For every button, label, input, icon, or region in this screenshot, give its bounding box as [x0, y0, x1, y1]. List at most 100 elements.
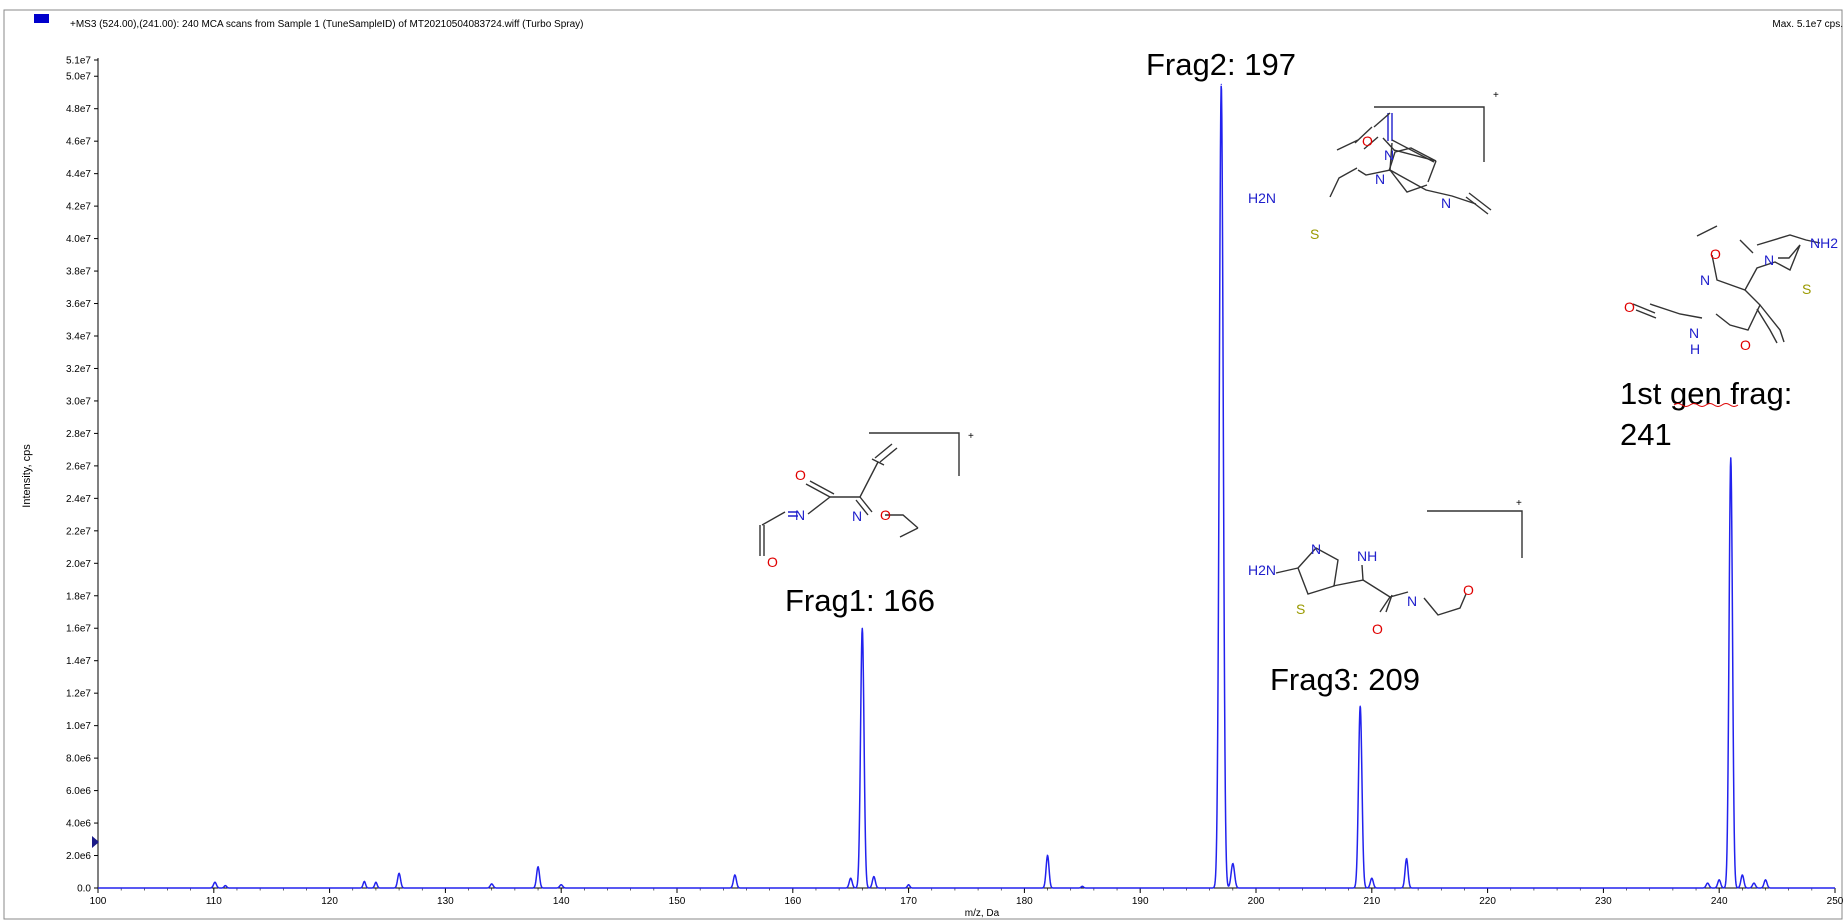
y-tick-label: 3.6e7 — [66, 299, 91, 310]
atom-label: N — [1375, 171, 1385, 187]
structure-frag3 — [1275, 510, 1523, 616]
atom-label: N — [1689, 325, 1699, 341]
y-tick-label: 1.4e7 — [66, 656, 91, 667]
atom-label: N — [1441, 195, 1451, 211]
x-tick-label: 150 — [669, 896, 686, 907]
annotation-1st-gen-frag-value: 241 — [1620, 417, 1672, 452]
atom-label: NH — [1357, 548, 1377, 564]
atom-label: H — [1690, 341, 1700, 357]
max-intensity-label: Max. 5.1e7 cps. — [1772, 19, 1843, 30]
atom-label: N — [1407, 593, 1417, 609]
peak-point — [873, 876, 875, 878]
atom-label: NH2 — [1810, 235, 1838, 251]
atom-label: N — [1311, 541, 1321, 557]
y-tick-label: 3.8e7 — [66, 267, 91, 278]
y-tick-label: 1.8e7 — [66, 591, 91, 602]
y-tick-label: 5.0e7 — [66, 72, 91, 83]
spellcheck-underline — [1673, 403, 1739, 407]
structure-frag2-atoms: O N N H2N S N + — [1248, 90, 1499, 242]
peak-point — [375, 881, 377, 883]
structure-frag2 — [1329, 106, 1492, 215]
y-tick-label: 2.4e7 — [66, 494, 91, 505]
y-tick-label: 2.0e7 — [66, 559, 91, 570]
peak-point — [491, 883, 493, 885]
atom-label: O — [1624, 299, 1635, 315]
annotation-frag2: Frag2: 197 — [1146, 47, 1296, 82]
y-tick-label: 2.2e7 — [66, 526, 91, 537]
atom-label: S — [1310, 226, 1319, 242]
structure-frag1-atoms: O N N O O + — [767, 431, 974, 570]
peak-point — [1081, 885, 1083, 887]
atom-label: H2N — [1248, 190, 1276, 206]
peak-point — [1371, 877, 1373, 879]
atom-label: S — [1802, 281, 1811, 297]
axes — [97, 58, 1835, 889]
atom-label: O — [1710, 246, 1721, 262]
peak-point — [1753, 882, 1755, 884]
y-tick-label: 2.8e7 — [66, 429, 91, 440]
peak-point — [1707, 882, 1709, 884]
structure-1st-gen-frag — [1632, 225, 1821, 344]
peak-point — [214, 881, 216, 883]
ticks: 0.02.0e64.0e66.0e68.0e61.0e71.2e71.4e71.… — [66, 56, 1844, 908]
peak-point — [861, 627, 863, 629]
x-tick-label: 210 — [1363, 896, 1380, 907]
y-tick-label: 2.0e6 — [66, 851, 91, 862]
peak-point — [363, 880, 365, 883]
y-cursor-marker — [92, 836, 99, 848]
y-tick-label: 1.2e7 — [66, 689, 91, 700]
y-tick-label: 8.0e6 — [66, 754, 91, 765]
peak-point — [734, 874, 736, 876]
atom-label: O — [1740, 337, 1751, 353]
y-tick-label: 6.0e6 — [66, 786, 91, 797]
structure-1st-gen-frag-atoms: O N N NH2 S O N H O — [1624, 235, 1838, 357]
series-line — [98, 85, 1835, 889]
peak-point — [1730, 457, 1732, 459]
structure-frag3-atoms: NH N H2N S O N O + — [1248, 498, 1522, 637]
y-tick-label: 5.1e7 — [66, 56, 91, 67]
x-tick-label: 170 — [900, 896, 917, 907]
y-tick-label: 4.0e7 — [66, 234, 91, 245]
atom-label: O — [795, 467, 806, 483]
y-tick-label: 4.4e7 — [66, 169, 91, 180]
atom-label: O — [1362, 133, 1373, 149]
charge-label: + — [1516, 498, 1522, 509]
annotation-frag3: Frag3: 209 — [1270, 662, 1420, 697]
x-tick-label: 230 — [1595, 896, 1612, 907]
x-tick-label: 220 — [1479, 896, 1496, 907]
y-tick-label: 3.4e7 — [66, 332, 91, 343]
y-tick-label: 4.0e6 — [66, 819, 91, 830]
x-tick-label: 100 — [90, 896, 107, 907]
peak-point — [1741, 874, 1743, 876]
x-tick-label: 120 — [321, 896, 338, 907]
peak-point — [1046, 854, 1049, 857]
y-tick-label: 1.6e7 — [66, 624, 91, 635]
charge-label: + — [1493, 90, 1499, 101]
x-tick-label: 200 — [1248, 896, 1265, 907]
peak-point — [1359, 705, 1361, 707]
scan-title: +MS3 (524.00),(241.00): 240 MCA scans fr… — [70, 19, 584, 30]
y-tick-label: 3.2e7 — [66, 364, 91, 375]
atom-label: N — [1384, 147, 1394, 163]
atom-label: N — [795, 507, 805, 523]
peak-point — [1220, 83, 1222, 85]
atom-label: N — [1700, 272, 1710, 288]
atom-label: O — [767, 554, 778, 570]
x-tick-label: 240 — [1711, 896, 1728, 907]
x-tick-label: 140 — [553, 896, 570, 907]
peak-point — [1764, 879, 1767, 881]
legend-swatch — [34, 14, 49, 23]
x-tick-label: 250 — [1827, 896, 1844, 907]
y-tick-label: 4.8e7 — [66, 104, 91, 115]
x-tick-label: 130 — [437, 896, 454, 907]
x-tick-label: 180 — [1016, 896, 1033, 907]
peak-point — [850, 877, 852, 879]
atom-label: O — [1463, 582, 1474, 598]
peak-point — [537, 866, 539, 868]
x-tick-label: 110 — [206, 896, 222, 907]
window-frame — [3, 9, 1843, 920]
peak-point — [1232, 863, 1234, 865]
y-tick-label: 0.0 — [77, 884, 91, 895]
